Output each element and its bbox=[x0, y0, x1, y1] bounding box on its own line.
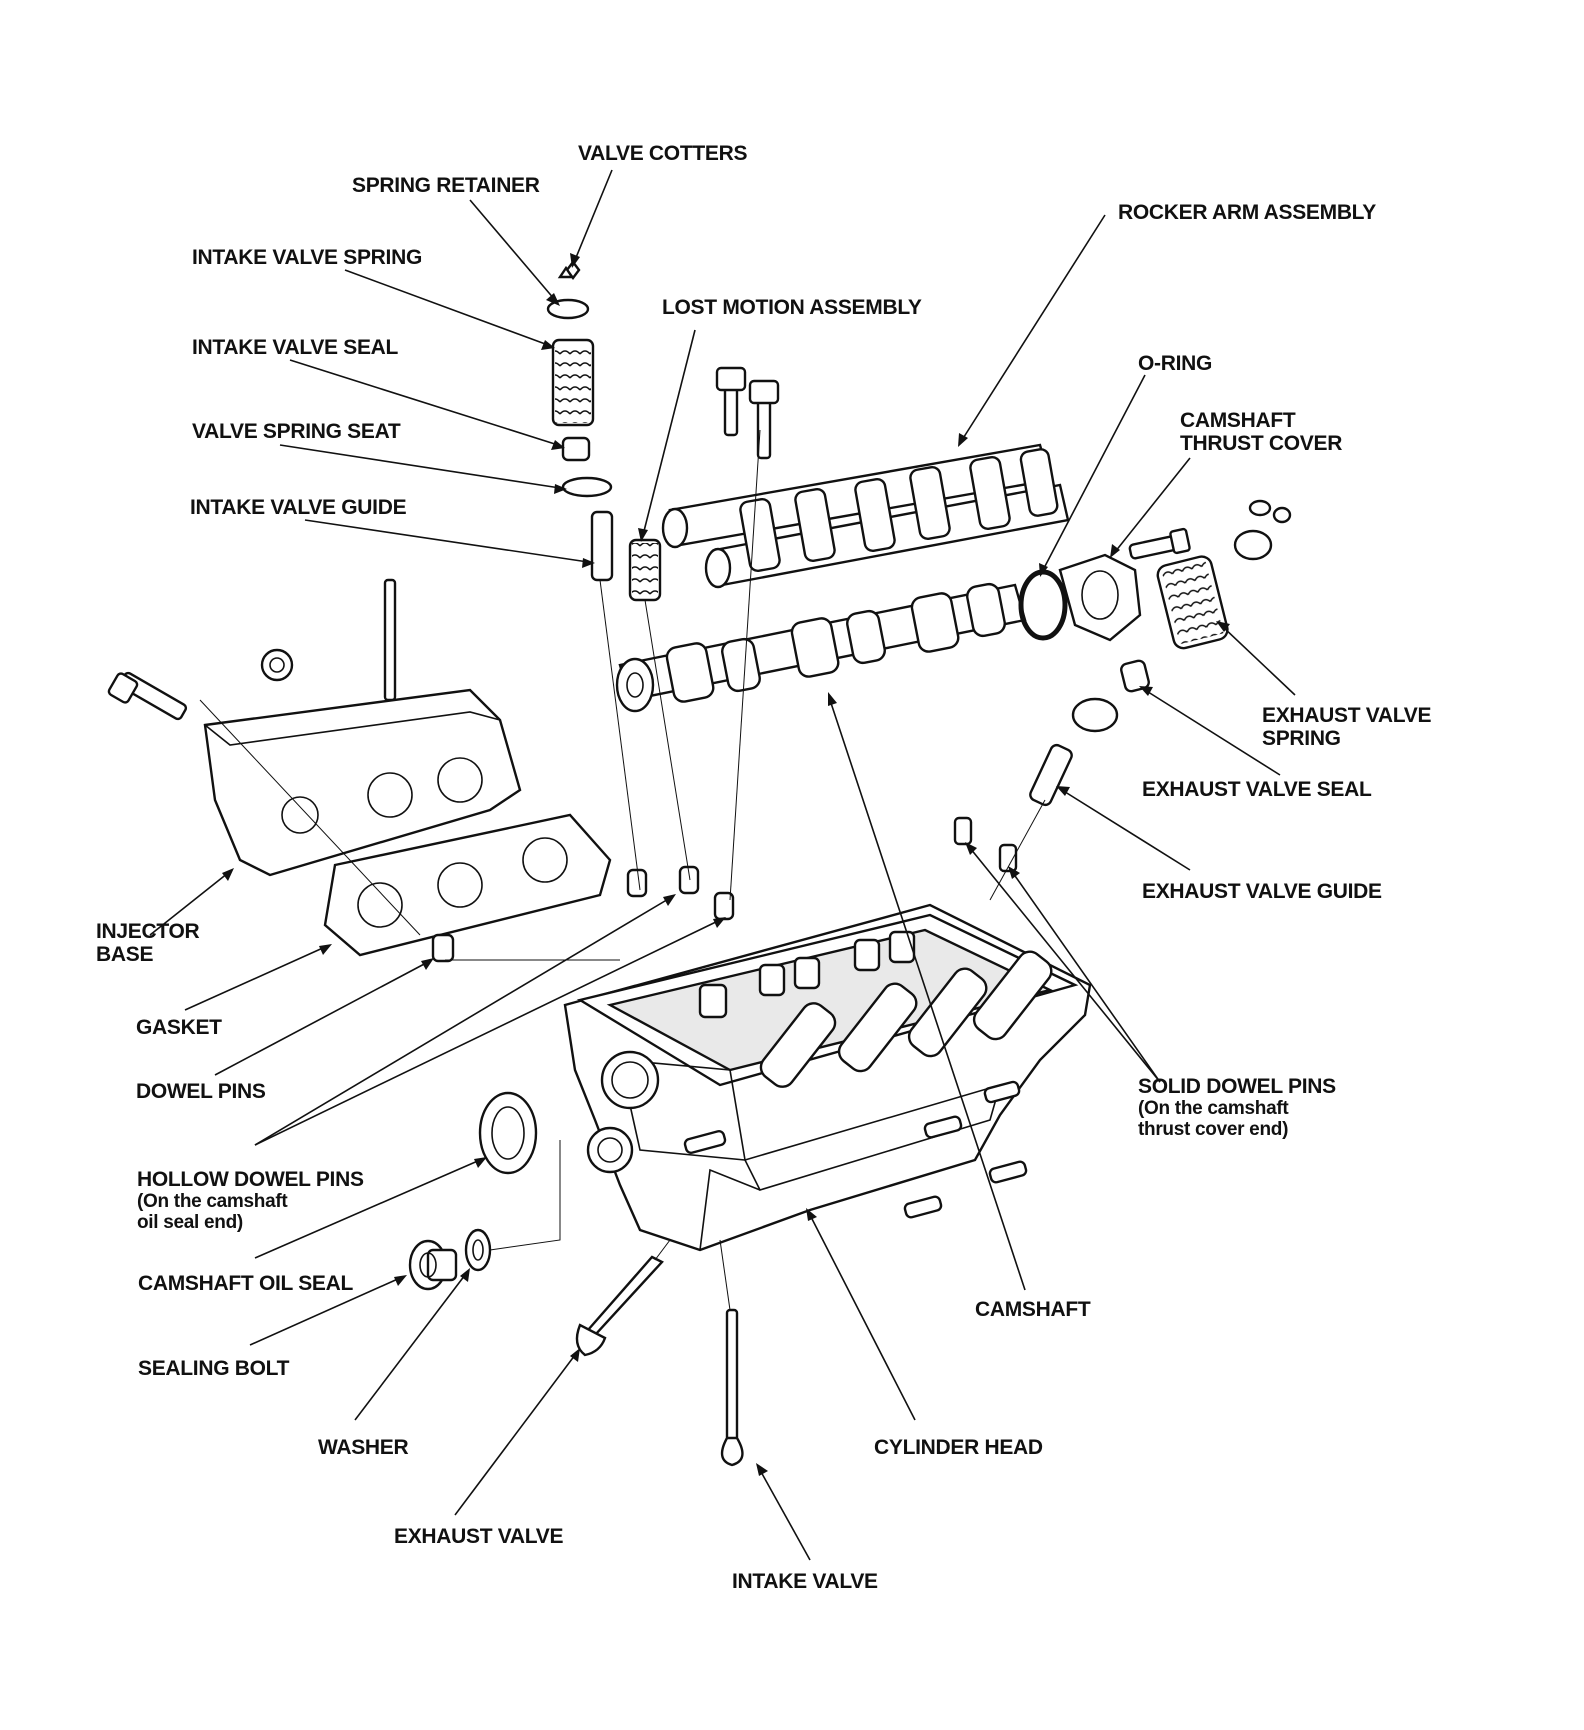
injector-bolt-part bbox=[107, 671, 188, 721]
label-sealing-bolt: SEALING BOLT bbox=[138, 1357, 290, 1380]
label-hollow-dowel-pins-line3: oil seal end) bbox=[137, 1212, 243, 1233]
label-camshaft-thrust-cover-line2: THRUST COVER bbox=[1180, 432, 1343, 455]
label-injector-base: INJECTOR BASE bbox=[96, 920, 200, 966]
label-solid-dowel-pins: SOLID DOWEL PINS (On the camshaft thrust… bbox=[1138, 1075, 1336, 1140]
label-o-ring: O-RING bbox=[1138, 352, 1213, 375]
label-injector-base-line1: INJECTOR bbox=[96, 920, 200, 943]
label-camshaft: CAMSHAFT bbox=[975, 1298, 1091, 1321]
label-exhaust-valve: EXHAUST VALVE bbox=[394, 1525, 564, 1548]
sealing-bolt-part bbox=[408, 1239, 458, 1291]
label-cylinder-head: CYLINDER HEAD bbox=[874, 1436, 1043, 1459]
label-dowel-pins: DOWEL PINS bbox=[136, 1080, 266, 1103]
camshaft-part bbox=[615, 582, 1027, 713]
label-camshaft-thrust-cover-line1: CAMSHAFT bbox=[1180, 409, 1296, 432]
label-solid-dowel-pins-line3: thrust cover end) bbox=[1138, 1119, 1289, 1140]
label-hollow-dowel-pins: HOLLOW DOWEL PINS (On the camshaft oil s… bbox=[137, 1168, 364, 1233]
intake-valve-stack-part bbox=[546, 260, 662, 602]
label-exhaust-valve-spring: EXHAUST VALVE SPRING bbox=[1262, 704, 1431, 750]
label-solid-dowel-pins-line2: (On the camshaft bbox=[1138, 1098, 1289, 1119]
rocker-arm-assembly-part bbox=[661, 366, 1070, 589]
label-intake-valve-spring: INTAKE VALVE SPRING bbox=[192, 246, 422, 269]
injector-base-part bbox=[203, 578, 522, 877]
label-exhaust-valve-spring-line2: SPRING bbox=[1262, 727, 1341, 750]
label-intake-valve-guide: INTAKE VALVE GUIDE bbox=[190, 496, 407, 519]
label-washer: WASHER bbox=[318, 1436, 409, 1459]
alignment-lines bbox=[199, 429, 1046, 1311]
camshaft-thrust-cover-part bbox=[1058, 527, 1191, 642]
exhaust-valve-stack-part bbox=[1029, 499, 1292, 807]
label-valve-spring-seat: VALVE SPRING SEAT bbox=[192, 420, 401, 443]
gasket-part bbox=[323, 813, 612, 957]
label-hollow-dowel-pins-line1: HOLLOW DOWEL PINS bbox=[137, 1168, 364, 1191]
leader-lines bbox=[149, 169, 1296, 1561]
cylinder-head-part bbox=[563, 903, 1092, 1252]
label-intake-valve-seal: INTAKE VALVE SEAL bbox=[192, 336, 399, 359]
label-camshaft-thrust-cover: CAMSHAFT THRUST COVER bbox=[1180, 409, 1342, 455]
label-camshaft-oil-seal: CAMSHAFT OIL SEAL bbox=[138, 1272, 354, 1295]
intake-valve-part bbox=[720, 1308, 744, 1467]
label-injector-base-line2: BASE bbox=[96, 943, 154, 966]
label-rocker-arm-assembly: ROCKER ARM ASSEMBLY bbox=[1118, 201, 1376, 224]
exhaust-valve-part bbox=[575, 1255, 664, 1357]
label-exhaust-valve-seal: EXHAUST VALVE SEAL bbox=[1142, 778, 1372, 801]
camshaft-oil-seal-part bbox=[478, 1091, 538, 1175]
label-exhaust-valve-guide: EXHAUST VALVE GUIDE bbox=[1142, 880, 1382, 903]
label-lost-motion-assembly: LOST MOTION ASSEMBLY bbox=[662, 296, 922, 319]
label-exhaust-valve-spring-line1: EXHAUST VALVE bbox=[1262, 704, 1432, 727]
label-spring-retainer: SPRING RETAINER bbox=[352, 174, 540, 197]
label-intake-valve: INTAKE VALVE bbox=[732, 1570, 878, 1593]
label-valve-cotters: VALVE COTTERS bbox=[578, 142, 748, 165]
label-solid-dowel-pins-line1: SOLID DOWEL PINS bbox=[1138, 1075, 1336, 1098]
label-gasket: GASKET bbox=[136, 1016, 222, 1039]
label-hollow-dowel-pins-line2: (On the camshaft bbox=[137, 1191, 288, 1212]
